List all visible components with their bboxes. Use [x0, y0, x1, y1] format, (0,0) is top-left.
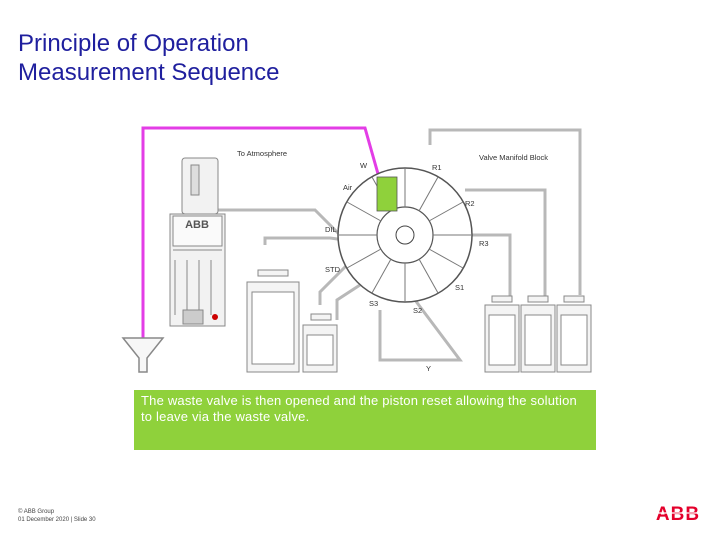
label-atmosphere: To Atmosphere — [237, 149, 287, 158]
slide-title: Principle of Operation Measurement Seque… — [18, 29, 280, 87]
reagent-bottles — [246, 269, 592, 373]
caption-text: The waste valve is then opened and the p… — [141, 393, 577, 424]
label-air: Air — [343, 183, 353, 192]
tubing — [203, 128, 582, 362]
footer-date-slide: 01 December 2020 | Slide 30 — [18, 517, 96, 523]
label-dil: DIL — [325, 225, 337, 234]
label-y: Y — [426, 364, 431, 373]
label-r2: R2 — [465, 199, 475, 208]
diagram-labels: To Atmosphere W R1 Valve Manifold Block … — [237, 149, 548, 373]
label-r3: R3 — [479, 239, 489, 248]
label-w: W — [360, 161, 368, 170]
caption-box: The waste valve is then opened and the p… — [134, 390, 596, 450]
title-line-2: Measurement Sequence — [18, 59, 280, 86]
label-s3: S3 — [369, 299, 378, 308]
title-line-1: Principle of Operation — [18, 30, 249, 57]
valve-manifold — [337, 167, 473, 303]
footer: © ABB Group 01 December 2020 | Slide 30 — [18, 508, 96, 524]
pump-brand-label: ABB — [185, 219, 209, 231]
label-s1: S1 — [455, 283, 464, 292]
footer-copyright: © ABB Group — [18, 509, 55, 515]
label-r1: R1 — [432, 163, 442, 172]
label-std: STD — [325, 265, 341, 274]
abb-logo: ABB — [652, 504, 704, 523]
waste-line — [141, 126, 384, 338]
label-s2: S2 — [413, 306, 422, 315]
label-valve-block: Valve Manifold Block — [479, 153, 548, 162]
funnel — [121, 337, 165, 373]
measurement-diagram: ABB — [121, 126, 592, 373]
pump-unit — [169, 157, 226, 327]
